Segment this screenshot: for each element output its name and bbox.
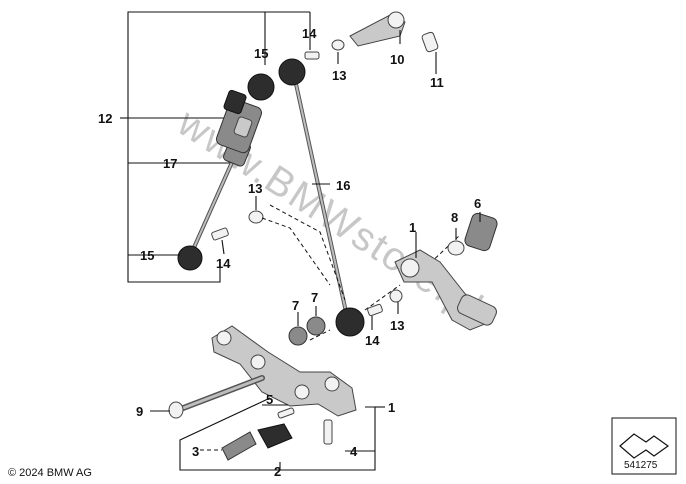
copyright-text: © 2024 BMW AG (8, 467, 92, 479)
callout-leaders (120, 30, 481, 330)
callout-1-upper: 1 (409, 220, 416, 235)
spacers-7 (288, 316, 326, 346)
shift-sensor-12 (216, 73, 275, 154)
callout-7-left: 7 (292, 298, 299, 313)
reference-number: 541275 (624, 460, 658, 471)
callout-8: 8 (451, 210, 458, 225)
callout-13-middle: 13 (248, 181, 262, 196)
reference-box: 541275 (611, 417, 677, 475)
callout-2: 2 (274, 464, 281, 479)
callout-14-right: 14 (365, 333, 380, 348)
gear-lever-10 (304, 11, 439, 60)
callout-13-top: 13 (332, 68, 346, 83)
callout-11: 11 (430, 75, 444, 90)
callout-14-top: 14 (302, 26, 317, 41)
callout-12: 12 (98, 111, 112, 126)
arrow-icon (619, 433, 670, 459)
callout-10: 10 (390, 52, 404, 67)
callout-4: 4 (350, 444, 358, 459)
callout-3: 3 (192, 444, 199, 459)
callout-17: 17 (163, 156, 177, 171)
callout-14-middle: 14 (216, 256, 231, 271)
bracket-12-group (127, 11, 311, 283)
callout-15-bottom: 15 (140, 248, 154, 263)
footrest-bracket (168, 325, 357, 419)
spring-peg-parts (200, 407, 333, 461)
callout-16: 16 (336, 178, 350, 193)
foot-lever-1 (367, 212, 498, 331)
callout-7-right: 7 (311, 290, 318, 305)
callout-6: 6 (474, 196, 481, 211)
callout-1-lower: 1 (388, 400, 395, 415)
callout-5: 5 (266, 392, 273, 407)
shift-rod-17 (177, 137, 251, 271)
callouts: 1 1 2 3 4 5 6 7 7 8 9 10 11 12 13 13 13 … (98, 26, 481, 479)
callout-9: 9 (136, 404, 143, 419)
lower-bracket-lines (150, 397, 385, 471)
shift-rod-16 (278, 58, 365, 337)
washer-pin-middle (211, 210, 264, 241)
callout-13-right: 13 (390, 318, 404, 333)
callout-15-top: 15 (254, 46, 268, 61)
